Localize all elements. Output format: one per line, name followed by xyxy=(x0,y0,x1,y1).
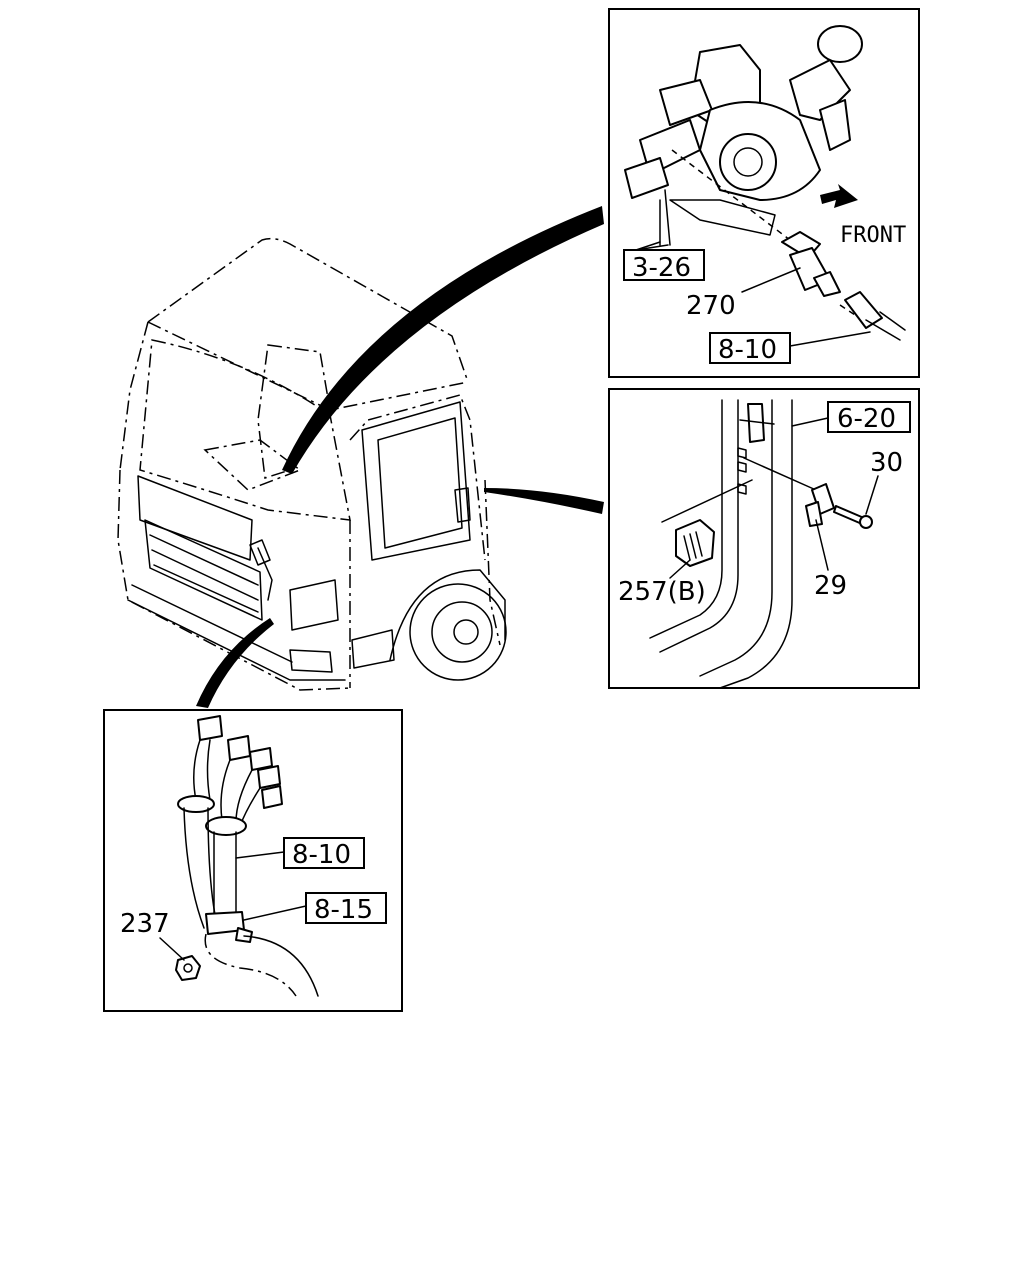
ref-box-3-26: 3-26 xyxy=(623,241,705,283)
front-arrow-icon xyxy=(820,184,858,208)
bracket-29 xyxy=(805,483,835,527)
door-switch-257b xyxy=(675,519,715,567)
label-30: 30 xyxy=(870,448,903,478)
bolt-30 xyxy=(833,505,873,529)
ref-box-6-20: 6-20 xyxy=(791,401,911,434)
pressure-switch-270 xyxy=(781,231,841,297)
door-switch-panel: 6-20 30 29 257(B) xyxy=(608,388,920,689)
ref-box-8-10-top: 8-10 xyxy=(709,331,871,365)
label-257b: 257(B) xyxy=(618,577,706,607)
door-frame xyxy=(649,399,793,689)
label-29: 29 xyxy=(814,571,847,601)
svg-text:8-15: 8-15 xyxy=(314,895,373,925)
harness-connector xyxy=(844,291,906,341)
label-270: 270 xyxy=(686,291,736,321)
svg-text:3-26: 3-26 xyxy=(632,253,691,283)
ref-box-8-10-bottom: 8-10 xyxy=(235,837,365,870)
brake-valve-assembly xyxy=(624,25,863,246)
svg-text:8-10: 8-10 xyxy=(718,335,777,365)
label-237: 237 xyxy=(120,909,170,939)
harness-panel: 8-10 8-15 237 xyxy=(103,709,403,1012)
ref-box-8-15: 8-15 xyxy=(243,892,387,925)
svg-text:8-10: 8-10 xyxy=(292,840,351,870)
harness-clamp xyxy=(205,911,253,943)
harness-tube xyxy=(183,807,237,929)
front-label: FRONT xyxy=(840,223,906,248)
svg-text:6-20: 6-20 xyxy=(837,404,896,434)
truck-cab-illustration xyxy=(117,237,507,691)
engine-switch-panel: FRONT 3-26 270 8-10 xyxy=(608,8,920,378)
callout-leaders xyxy=(196,206,604,708)
nut-237 xyxy=(175,955,201,981)
